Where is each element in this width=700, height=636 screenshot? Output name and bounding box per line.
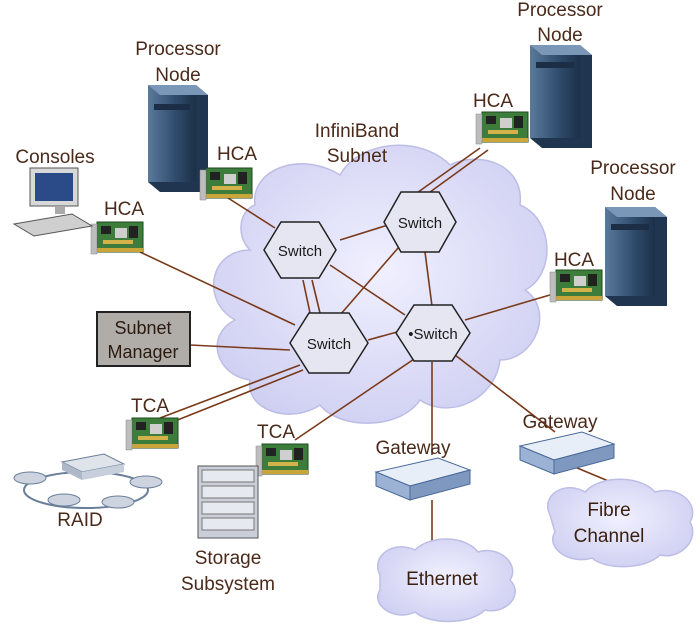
processor-node-label: Processor bbox=[135, 39, 221, 60]
tca-label: TCA bbox=[257, 422, 295, 443]
storage-label: Storage bbox=[195, 548, 262, 569]
raid-label: RAID bbox=[57, 510, 102, 531]
gateway-label: Gateway bbox=[376, 438, 451, 459]
ethernet-cloud: Ethernet bbox=[377, 538, 516, 623]
subnet-manager-box: Subnet Manager bbox=[96, 311, 191, 367]
switch-right: •Switch bbox=[395, 304, 471, 362]
processor-node-icon bbox=[530, 45, 592, 148]
fibre-channel-label: Fibre bbox=[587, 500, 630, 521]
hca-label: HCA bbox=[473, 91, 513, 112]
hca-card-icon bbox=[475, 111, 529, 145]
processor-node-icon bbox=[148, 85, 208, 192]
hca-card-icon bbox=[199, 167, 253, 201]
svg-text:Subnet: Subnet bbox=[327, 146, 388, 167]
hca-card-icon bbox=[90, 221, 144, 255]
processor-node-icon bbox=[605, 207, 667, 306]
hca-label: HCA bbox=[104, 199, 144, 220]
switch-top-left: Switch bbox=[263, 221, 337, 279]
hca-label: HCA bbox=[217, 144, 257, 165]
subnet-manager-label: Subnet bbox=[114, 318, 171, 338]
tca-card-icon bbox=[255, 443, 309, 477]
storage-label: Subsystem bbox=[181, 574, 275, 595]
hca-label: HCA bbox=[554, 250, 594, 271]
gateway-device-icon bbox=[374, 457, 472, 501]
gateway-label: Gateway bbox=[523, 412, 598, 433]
tca-label: TCA bbox=[131, 396, 169, 417]
fibre-channel-label: Channel bbox=[574, 526, 645, 547]
processor-node-label: Node bbox=[537, 25, 582, 46]
hca-card-icon bbox=[549, 269, 603, 303]
subnet-title: InfiniBand Subnet bbox=[315, 121, 400, 167]
gateway-device-icon bbox=[518, 431, 616, 475]
switch-label: Switch bbox=[278, 243, 322, 260]
switch-label: Switch bbox=[398, 215, 442, 232]
raid-disk-icon bbox=[13, 453, 163, 509]
storage-stack-icon bbox=[197, 465, 259, 539]
processor-node-label: Node bbox=[610, 184, 655, 205]
fibre-channel-cloud: Fibre Channel bbox=[547, 478, 694, 568]
processor-node-label: Node bbox=[155, 65, 200, 86]
svg-text:InfiniBand: InfiniBand bbox=[315, 121, 400, 142]
console-computer-icon bbox=[12, 167, 94, 237]
switch-center: Switch bbox=[289, 312, 369, 374]
tca-card-icon bbox=[125, 417, 179, 451]
switch-label: •Switch bbox=[408, 326, 457, 343]
consoles-label: Consoles bbox=[15, 147, 94, 168]
ethernet-label: Ethernet bbox=[406, 569, 479, 590]
processor-node-label: Processor bbox=[517, 0, 603, 21]
switch-label: Switch bbox=[307, 336, 351, 353]
switch-top-right: Switch bbox=[383, 191, 457, 253]
subnet-manager-label: Manager bbox=[107, 342, 178, 362]
processor-node-label: Processor bbox=[590, 158, 676, 179]
